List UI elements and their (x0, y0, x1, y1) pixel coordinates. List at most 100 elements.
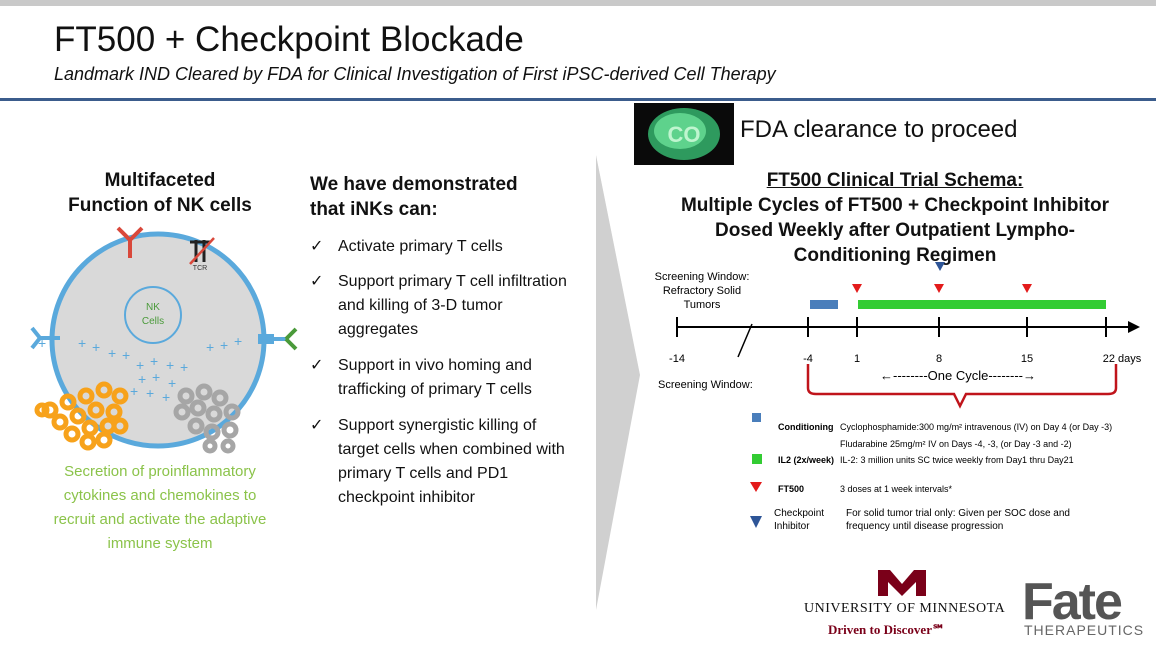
activating-receptor-icon (116, 226, 144, 258)
demonstrated-heading: We have demonstrated that iNKs can: (310, 172, 570, 222)
legend-ft500-marker (750, 482, 762, 492)
caption-line-4: immune system (107, 535, 213, 552)
il2-bar (858, 300, 1106, 309)
nucleus-label-cells: Cells (142, 316, 164, 327)
svg-text:+: + (136, 357, 144, 373)
legend-conditioning-text: Cyclophosphamide:300 mg/m² intravenous (… (840, 422, 1112, 432)
fate-logo-word: Fate (1022, 573, 1123, 631)
fda-badge-image: CO (634, 103, 734, 165)
left-receptor-icon (30, 326, 60, 350)
legend-checkpoint-label: Checkpoint (774, 508, 824, 519)
right-receptor-icon (258, 327, 298, 351)
schema-title: FT500 Clinical Trial Schema: Multiple Cy… (640, 168, 1150, 268)
top-bar (0, 0, 1156, 6)
svg-text:+: + (168, 375, 176, 391)
chevron-divider (596, 155, 640, 610)
tick-label: 8 (936, 353, 942, 365)
nk-heading-line-1: Multifaceted (104, 170, 216, 191)
cytokine-plus-signs: +++ +++ +++ +++ +++ +++ (38, 333, 242, 405)
svg-text:+: + (122, 347, 130, 363)
badge-co-text: CO (668, 122, 701, 147)
check-text: Activate primary T cells (338, 238, 503, 255)
nk-cell-diagram: NK Cells TCR +++ +++ +++ +++ +++ +++ (30, 226, 298, 454)
slide-title: FT500 + Checkpoint Blockade (54, 20, 524, 59)
trial-timeline: Screening Window: Refractory Solid Tumor… (655, 262, 1142, 532)
orange-tumor-cells (34, 381, 129, 451)
svg-text:+: + (152, 369, 160, 385)
schema-title-line-2: Multiple Cycles of FT500 + Checkpoint In… (680, 195, 1110, 216)
legend-il2-text: IL-2: 3 million units SC twice weekly fr… (840, 455, 1074, 465)
schema-title-line-3: Dosed Weekly after Outpatient Lympho- (715, 220, 1075, 241)
grey-target-cells (173, 383, 241, 454)
svg-text:+: + (146, 385, 154, 401)
legend-il2-swatch (752, 454, 762, 464)
tcr-label: TCR (193, 265, 207, 272)
nk-heading-line-2: Function of NK cells (68, 195, 252, 216)
screening-label-2: Refractory Solid (663, 285, 741, 297)
tick-label: 22 days (1103, 353, 1142, 365)
nk-cell-nucleus (124, 286, 182, 344)
tick-label: 1 (854, 353, 860, 365)
svg-text:+: + (220, 337, 228, 353)
demo-heading-line-2: that iNKs can: (310, 199, 438, 220)
demo-heading-line-1: We have demonstrated (310, 174, 518, 195)
caption-line-2: cytokines and chemokines to (63, 487, 257, 504)
svg-text:+: + (38, 335, 46, 351)
ft500-dose-marker (934, 284, 944, 293)
svg-text:+: + (130, 383, 138, 399)
legend-il2-label: IL2 (2x/week) (778, 455, 834, 465)
legend-conditioning-swatch (752, 413, 761, 422)
svg-text:+: + (180, 359, 188, 375)
nucleus-label-nk: NK (146, 302, 160, 313)
checkpoint-inhibitor-marker (935, 262, 945, 271)
ft500-dose-marker (852, 284, 862, 293)
axis-break (737, 323, 753, 358)
umn-name: UNIVERSITY OF MINNESOTA (804, 601, 1006, 616)
svg-text:+: + (138, 371, 146, 387)
axis-arrow-icon (1128, 321, 1140, 333)
caption-line-1: Secretion of proinflammatory (64, 463, 256, 480)
schema-title-line-4: Conditioning Regimen (793, 245, 997, 266)
umn-tagline: Driven to Discover℠ (828, 622, 946, 637)
svg-text:+: + (162, 389, 170, 405)
svg-text:+: + (150, 353, 158, 369)
legend-ft500-text: 3 doses at 1 week intervals* (840, 484, 953, 494)
svg-text:+: + (78, 335, 86, 351)
legend-checkpoint-text: frequency until disease progression (846, 521, 1003, 532)
legend-conditioning-label: Conditioning (778, 422, 833, 432)
tick-label: 15 (1021, 353, 1033, 365)
check-text: Support synergistic killing of target ce… (338, 417, 565, 506)
legend-ft500-label: FT500 (778, 484, 804, 494)
one-cycle-label: ←--------One Cycle--------→ (880, 368, 1036, 383)
cycle-bracket (806, 364, 1118, 409)
check-icon: ✓ (310, 273, 324, 290)
tick-label: -14 (669, 353, 685, 365)
check-text: Support in vivo homing and trafficking o… (338, 357, 532, 398)
svg-text:+: + (234, 333, 242, 349)
caption-line-3: recruit and activate the adaptive (53, 511, 267, 528)
schema-title-line-1: FT500 Clinical Trial Schema: (766, 170, 1024, 191)
nk-function-heading: Multifaceted Function of NK cells (60, 168, 260, 218)
tick-label: -4 (803, 353, 813, 365)
legend-checkpoint-label: Inhibitor (774, 521, 810, 532)
screening-label-3: Tumors (684, 299, 721, 311)
check-icon: ✓ (310, 238, 324, 255)
slide-subtitle: Landmark IND Cleared by FDA for Clinical… (54, 64, 776, 84)
screening-window-label: Screening Window: (658, 379, 753, 391)
legend-checkpoint-text: For solid tumor trial only: Given per SO… (846, 508, 1070, 519)
tcr-crossed-icon: TCR (189, 237, 215, 272)
check-text: Support primary T cell infiltration and … (338, 273, 567, 338)
legend-checkpoint-marker (750, 516, 762, 528)
svg-text:+: + (166, 357, 174, 373)
legend-conditioning-text: Fludarabine 25mg/m² IV on Days -4, -3, (… (840, 439, 1072, 449)
nk-caption: Secretion of proinflammatory cytokines a… (30, 460, 290, 556)
svg-text:+: + (92, 339, 100, 355)
check-icon: ✓ (310, 417, 324, 434)
fate-logo-sub: THERAPEUTICS (1024, 622, 1145, 638)
screening-label-1: Screening Window: (655, 271, 750, 283)
svg-text:+: + (108, 345, 116, 361)
ft500-dose-marker (1022, 284, 1032, 293)
title-divider (0, 98, 1156, 101)
conditioning-bar (810, 300, 838, 309)
svg-text:+: + (206, 339, 214, 355)
